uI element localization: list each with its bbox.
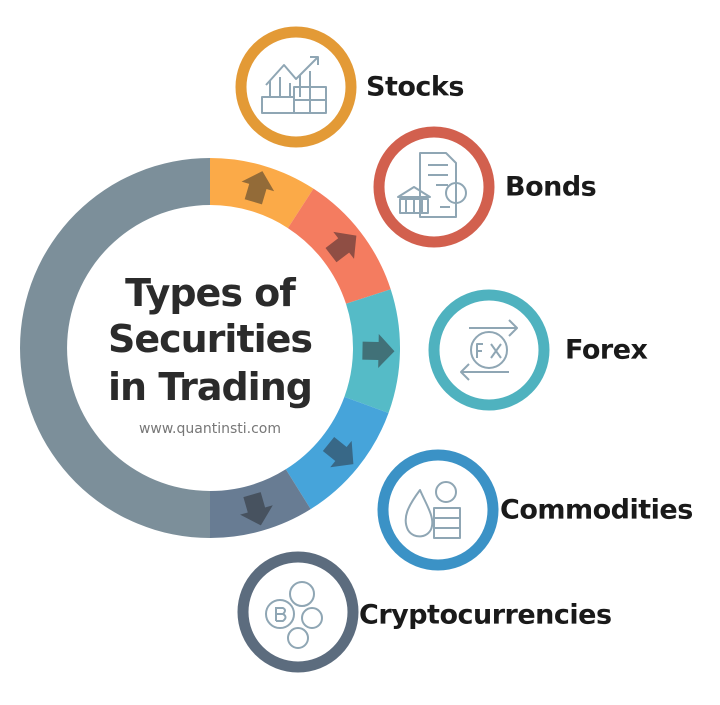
label-forex: Forex (565, 334, 648, 366)
icon-stroke (287, 627, 309, 649)
badge-ring (428, 289, 550, 411)
fx-exchange-badge (428, 289, 550, 411)
arrow-icon (362, 333, 395, 368)
icon-stroke (435, 481, 457, 503)
icon-stroke (445, 182, 467, 204)
icon-stroke (419, 152, 457, 218)
bond-document-bank-icon (397, 152, 467, 218)
crypto-coins-icon (265, 581, 323, 649)
label-stocks: Stocks (366, 71, 464, 103)
stocks-chart-badge (235, 26, 357, 148)
oil-coins-badge (377, 449, 499, 571)
icon-stroke (428, 164, 450, 208)
icon-stroke (269, 71, 311, 97)
title-line-2: Securities (107, 317, 313, 361)
badge-ring (377, 449, 499, 571)
icon-stroke (460, 363, 509, 381)
title-line-1: Types of (125, 271, 296, 315)
icon-stroke (469, 319, 518, 337)
icon-stroke (289, 581, 315, 607)
icon-stroke (476, 343, 502, 359)
icon-stroke (261, 86, 327, 114)
badge-ring (237, 551, 359, 673)
arrow-icon (322, 436, 354, 468)
fx-exchange-icon (460, 319, 518, 381)
icon-stroke (433, 507, 461, 539)
arrow-icon (240, 492, 273, 526)
label-commodities: Commodities (500, 494, 693, 526)
arrow-icon (325, 231, 357, 263)
icon-stroke (265, 56, 319, 86)
oil-coins-icon (404, 481, 461, 539)
stocks-chart-icon (261, 56, 327, 114)
icon-stroke (275, 607, 287, 622)
crypto-coins-badge (237, 551, 359, 673)
icon-stroke (310, 56, 319, 65)
icon-stroke (397, 186, 431, 214)
label-bonds: Bonds (505, 171, 597, 203)
label-cryptocurrencies: Cryptocurrencies (359, 599, 612, 631)
icon-stroke (301, 607, 323, 629)
icon-stroke (470, 331, 508, 369)
bond-document-bank-badge (373, 126, 495, 248)
badge-ring (373, 126, 495, 248)
icon-stroke (404, 489, 434, 538)
icon-stroke (265, 599, 295, 629)
ring-base-segment (20, 158, 210, 538)
title-line-3: in Trading (108, 365, 313, 409)
website-url: www.quantinsti.com (138, 421, 281, 437)
arrow-icon (241, 171, 275, 205)
